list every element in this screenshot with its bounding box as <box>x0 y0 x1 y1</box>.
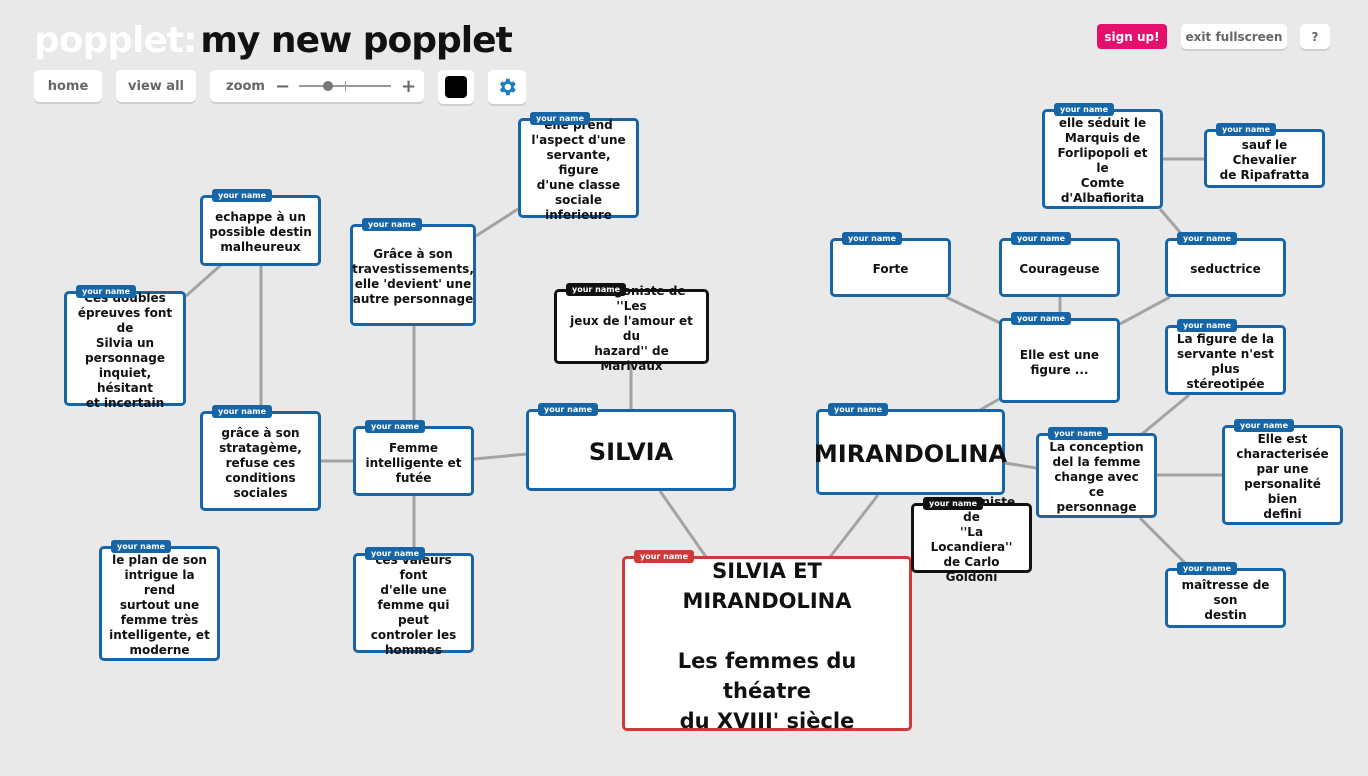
zoom-slider[interactable] <box>298 81 391 91</box>
author-tag: your name <box>1011 232 1071 245</box>
popple-text: sauf le Chevalier de Ripafratta <box>1219 138 1310 182</box>
popple-text: elle prend l'aspect d'une servante, figu… <box>531 117 626 222</box>
popple-echappe[interactable]: your name echappe à un possible destin ma… <box>200 189 321 266</box>
popplet-brand: popplet:my new popplet <box>34 20 513 61</box>
author-tag: your name <box>362 218 422 231</box>
connector-line <box>185 262 223 298</box>
connector-line <box>1141 393 1190 436</box>
popple-text: elle séduit le Marquis de Forlipopoli et… <box>1057 116 1148 205</box>
zoom-slider-handle[interactable] <box>322 81 333 91</box>
exit-fullscreen-button[interactable]: exit fullscreen <box>1181 24 1287 49</box>
author-tag: your name <box>1177 232 1237 245</box>
sign-up-button[interactable]: sign up! <box>1097 24 1167 49</box>
connector-line <box>1004 461 1037 470</box>
popple-text: le plan de son intrigue la rend surtout … <box>109 553 210 657</box>
popple-text: La conception del la femme change avec c… <box>1049 440 1144 514</box>
author-tag: your name <box>566 283 626 296</box>
connector-line <box>979 396 1002 412</box>
popple-text: La figure de la servante n'est plus stér… <box>1176 332 1275 391</box>
connector-line <box>945 295 1001 325</box>
popple-text: Grâce à son travestissements, elle 'devi… <box>352 247 474 306</box>
popple-text: Femme intelligente et futée <box>365 440 462 485</box>
popple-text: SILVIA ET MIRANDOLINA Les femmes du théa… <box>677 558 857 733</box>
settings-button[interactable] <box>488 70 526 104</box>
popple-text: MIRANDOLINA <box>813 440 1008 468</box>
popple-text: SILVIA <box>588 438 674 466</box>
popple-text: Forte <box>872 262 909 276</box>
zoom-out-button[interactable]: − <box>274 75 291 97</box>
author-tag: your name <box>1048 427 1108 440</box>
popple-text: ces valeurs font d'elle une femme qui pe… <box>370 552 457 657</box>
author-tag: your name <box>1234 419 1294 432</box>
gear-icon <box>499 78 516 96</box>
color-swatch <box>445 76 467 98</box>
author-tag: your name <box>1177 562 1237 575</box>
popple-doubles[interactable]: your nameCes doubles épreuves font de Si… <box>64 285 186 410</box>
popple-text: Protagoniste de ''Les jeux de l'amour et… <box>570 283 693 373</box>
connector-line <box>658 490 708 558</box>
connector-line <box>473 452 528 461</box>
author-tag: your name <box>923 497 983 510</box>
popplet-logo: popplet <box>34 20 184 61</box>
connector-line <box>475 207 519 238</box>
author-tag: your name <box>842 232 902 245</box>
popple-protagoniste-silvia[interactable]: your nameProtagoniste de ''Les jeux de l… <box>554 283 709 373</box>
popple-valeurs[interactable]: your nameces valeurs font d'elle une fem… <box>353 547 474 657</box>
connector-line <box>1138 516 1192 570</box>
author-tag: your name <box>1011 312 1071 325</box>
popple-text: Elle est une figure ... <box>1019 347 1100 377</box>
author-tag: your name <box>1054 103 1114 116</box>
popple-protagoniste-mirandolina[interactable]: your nameProtagoniste de ''La Locandiera… <box>911 495 1032 584</box>
connector-line <box>1119 295 1171 326</box>
popple-maitresse-destin[interactable]: your name maîtresse de son destin <box>1165 562 1286 628</box>
help-button[interactable]: ? <box>1300 24 1330 49</box>
popple-text: Courageuse <box>1019 262 1100 276</box>
popple-grace-stratageme[interactable]: your name grâce à son stratagème, refuse … <box>200 405 321 511</box>
popple-text: echappe à un possible destin malheureux <box>209 210 312 254</box>
author-tag: your name <box>212 405 272 418</box>
zoom-in-button[interactable]: + <box>400 75 417 97</box>
zoom-control: zoom − + <box>210 70 424 102</box>
author-tag: your name <box>530 112 590 125</box>
popplet-title[interactable]: my new popplet <box>200 20 512 61</box>
color-swatch-button[interactable] <box>438 70 474 104</box>
author-tag: your name <box>111 540 171 553</box>
author-tag: your name <box>828 403 888 416</box>
connector-line <box>828 494 880 558</box>
popple-text: Elle est characterisée par une personali… <box>1236 432 1329 521</box>
author-tag: your name <box>634 550 694 563</box>
popple-seductrice[interactable]: your name seductrice <box>1165 232 1286 297</box>
popple-text: Ces doubles épreuves font de Silvia un p… <box>77 290 173 410</box>
popple-sauf-chevalier[interactable]: your name sauf le Chevalier de Ripafratta <box>1204 123 1325 188</box>
author-tag: your name <box>1216 123 1276 136</box>
author-tag: your name <box>538 403 598 416</box>
author-tag: your name <box>365 547 425 560</box>
view-all-button[interactable]: view all <box>116 70 196 102</box>
popple-text: seductrice <box>1190 262 1261 276</box>
author-tag: your name <box>1177 319 1237 332</box>
home-button[interactable]: home <box>34 70 102 102</box>
author-tag: your name <box>212 189 272 202</box>
author-tag: your name <box>365 420 425 433</box>
brand-separator: : <box>183 20 197 61</box>
zoom-label: zoom <box>226 78 265 94</box>
author-tag: your name <box>76 285 136 298</box>
popple-text: grâce à son stratagème, refuse ces condi… <box>219 425 302 500</box>
popple-text: maîtresse de son destin <box>1181 577 1270 622</box>
